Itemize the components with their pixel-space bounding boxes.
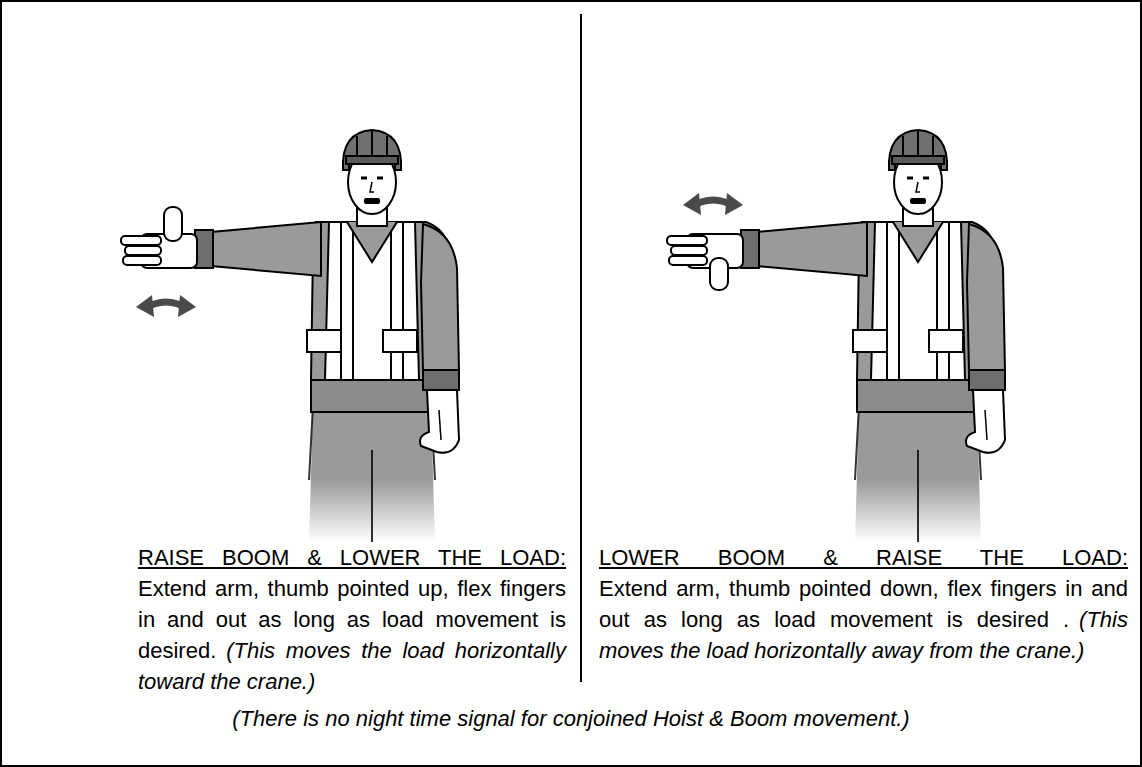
signal-instruction: Extend arm, thumb pointed down, flex fin… <box>599 576 1128 632</box>
signal-heading: RAISE BOOM & LOWER THE LOAD: <box>138 542 566 573</box>
signal-heading: LOWER BOOM & RAISE THE LOAD: <box>599 542 1128 573</box>
caption: (There is no night time signal for conjo… <box>0 706 1142 732</box>
signal-panel: RAISE BOOM & LOWER THE LOAD:Extend arm, … <box>0 0 581 700</box>
signal-panel: LOWER BOOM & RAISE THE LOAD:Extend arm, … <box>581 0 1142 700</box>
signal-description: Extend arm, thumb pointed up, flex finge… <box>138 573 566 697</box>
signal-description: Extend arm, thumb pointed down, flex fin… <box>599 573 1128 666</box>
